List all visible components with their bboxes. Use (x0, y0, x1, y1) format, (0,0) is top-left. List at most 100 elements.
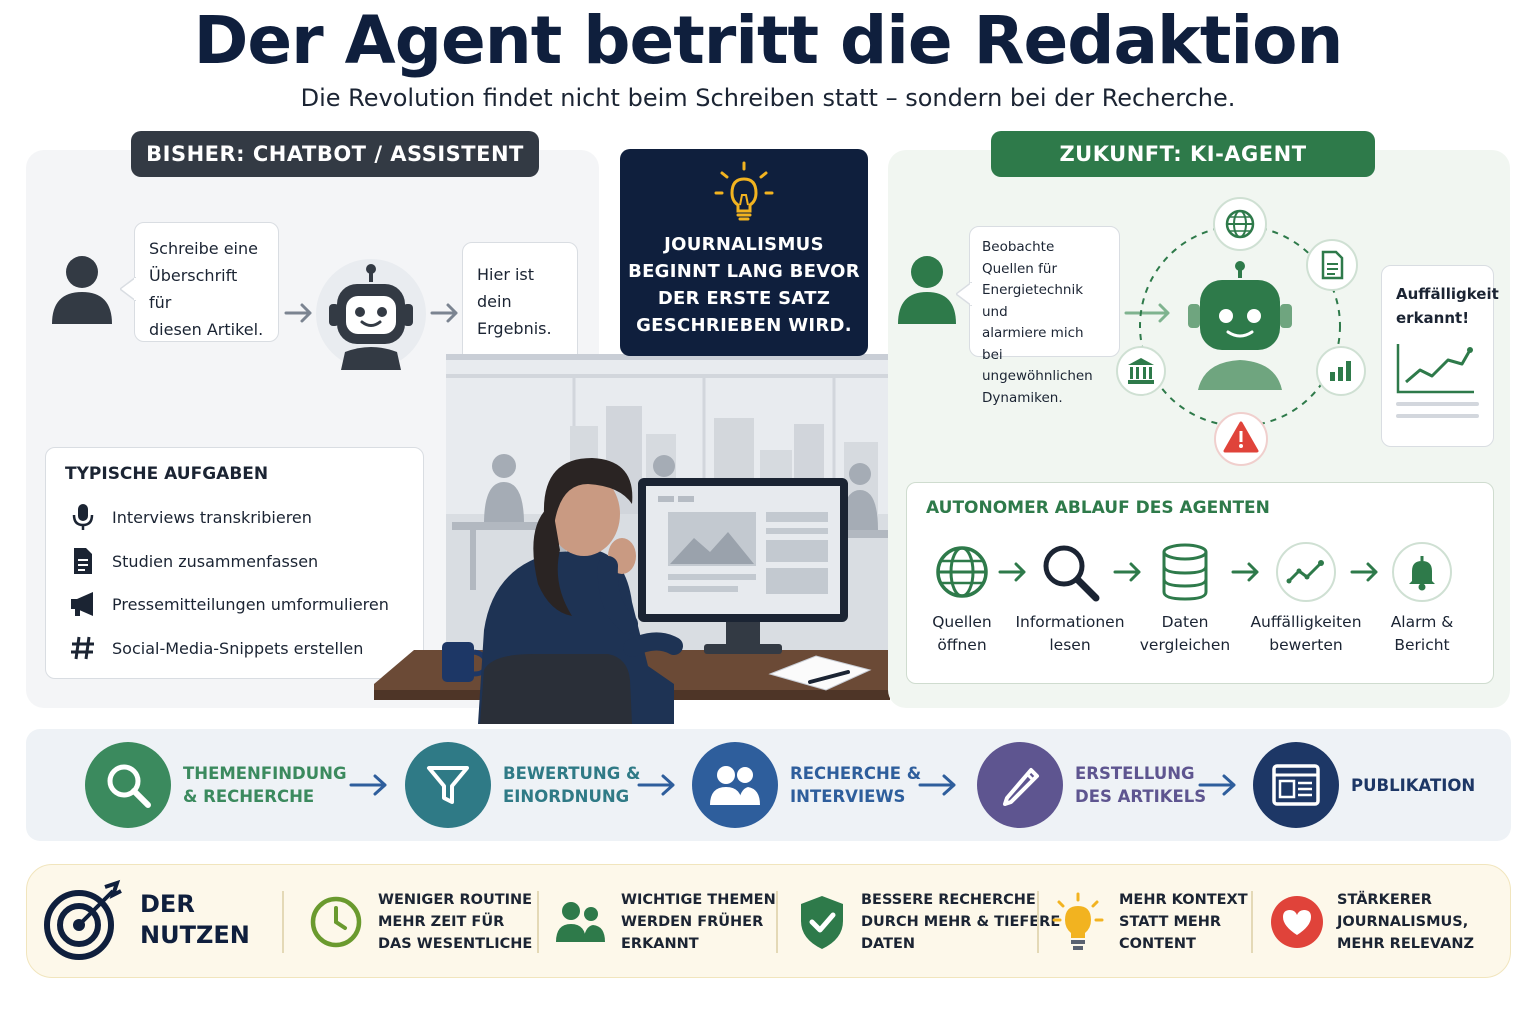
quote-line: BEGINNT LANG BEVOR (628, 261, 860, 282)
step-label: lesen (1049, 636, 1091, 654)
lightbulb-icon (1052, 892, 1104, 950)
prompt-line: Energietechnik und (982, 282, 1084, 320)
task-label: Pressemitteilungen umformulieren (112, 594, 389, 614)
magnifier-icon (1037, 539, 1103, 605)
target-icon (44, 879, 122, 960)
step-label: bewerten (1269, 636, 1343, 654)
divider (537, 891, 539, 953)
process-label: THEMENFINDUNG& RECHERCHE (183, 764, 347, 806)
task-label: Interviews transkribieren (112, 507, 312, 527)
text-placeholder-line (1396, 414, 1479, 418)
step-label: Bericht (1394, 636, 1450, 654)
prompt-line: Schreibe eine (149, 239, 258, 258)
step-label: Alarm & (1390, 613, 1454, 631)
key-message-box: JOURNALISMUS BEGINNT LANG BEVOR DER ERST… (620, 149, 868, 356)
alert-icon (1214, 412, 1268, 466)
process-band: THEMENFINDUNG& RECHERCHE BEWERTUNG &EINO… (26, 729, 1511, 841)
divider (1037, 891, 1039, 953)
arrow-right-icon (349, 774, 387, 796)
globe-icon (929, 539, 995, 605)
page-title: Der Agent betritt die Redaktion (193, 2, 1344, 79)
arrow-right-icon (637, 774, 675, 796)
divider (282, 891, 284, 953)
filter-icon (405, 742, 491, 828)
process-step: THEMENFINDUNG& RECHERCHE (85, 741, 347, 829)
institution-icon (1116, 346, 1166, 396)
task-item: Social-Media-Snippets erstellen (66, 633, 363, 663)
process-label: PUBLIKATION (1351, 775, 1476, 795)
hashtag-icon (66, 633, 100, 663)
prompt-line: diesen Artikel. (149, 320, 264, 339)
bar-chart-icon (1316, 346, 1366, 396)
arrow-right-icon (1198, 774, 1236, 796)
divider (776, 891, 778, 953)
quote-line: DER ERSTE SATZ (657, 288, 831, 309)
workflow-step: Informationen lesen (1012, 539, 1128, 657)
quote-line: JOURNALISMUS (664, 234, 824, 255)
user-icon (52, 256, 112, 324)
people-icon (692, 742, 778, 828)
arrow-right-icon (1231, 562, 1259, 582)
shield-check-icon (801, 896, 843, 949)
arrow-right-icon (1124, 303, 1170, 323)
workflow-step: Alarm & Bericht (1364, 539, 1480, 657)
agent-prompt-bubble: Beobachte Quellen für Energietechnik und… (969, 226, 1120, 406)
bubble-tail (120, 277, 136, 301)
clock-icon (310, 896, 362, 948)
step-label: vergleichen (1139, 636, 1231, 654)
microphone-icon (66, 502, 100, 532)
database-icon (1152, 539, 1218, 605)
pencil-icon (977, 742, 1063, 828)
arrow-right-icon (918, 774, 956, 796)
step-label: Informationen (1015, 613, 1125, 631)
document-icon (1306, 239, 1358, 291)
workflow-step: Daten vergleichen (1127, 539, 1243, 657)
search-icon (85, 742, 171, 828)
arrow-right-icon (998, 562, 1026, 582)
anomaly-line: erkannt! (1396, 309, 1470, 327)
trend-icon (1273, 539, 1339, 605)
bubble-tail (956, 282, 972, 306)
process-label: RECHERCHE &INTERVIEWS (790, 764, 922, 806)
chatbot-label: BISHER: CHATBOT / ASSISTENT (131, 131, 539, 177)
lightbulb-icon (714, 161, 774, 221)
process-label: BEWERTUNG &EINORDNUNG (503, 764, 641, 806)
anomaly-line: Auffälligkeit (1396, 285, 1499, 303)
step-label: Daten (1161, 613, 1209, 631)
divider (1251, 891, 1253, 953)
prompt-line: Beobachte Quellen für (982, 239, 1058, 277)
workflow-step: Auffälligkeiten bewerten (1248, 539, 1364, 657)
result-line: Ergebnis. (477, 319, 552, 338)
globe-icon (1213, 197, 1267, 251)
people-icon (556, 902, 605, 942)
task-label: Studien zusammenfassen (112, 551, 319, 571)
journalist-illustration (374, 354, 890, 724)
document-icon (66, 546, 100, 576)
prompt-line: ungewöhnlichen (982, 368, 1093, 384)
prompt-line: Dynamiken. (982, 389, 1063, 406)
trend-chart-icon (1396, 344, 1474, 394)
chatbot-robot-icon (316, 259, 426, 370)
megaphone-icon (66, 589, 100, 619)
heart-icon (1271, 896, 1323, 948)
step-label: Quellen (932, 613, 992, 631)
arrow-right-icon (1350, 562, 1378, 582)
arrow-right-icon (430, 303, 458, 323)
text-placeholder-line (1396, 402, 1479, 406)
step-label: Auffälligkeiten (1250, 613, 1362, 631)
user-icon (898, 256, 956, 324)
bell-icon (1389, 539, 1455, 605)
